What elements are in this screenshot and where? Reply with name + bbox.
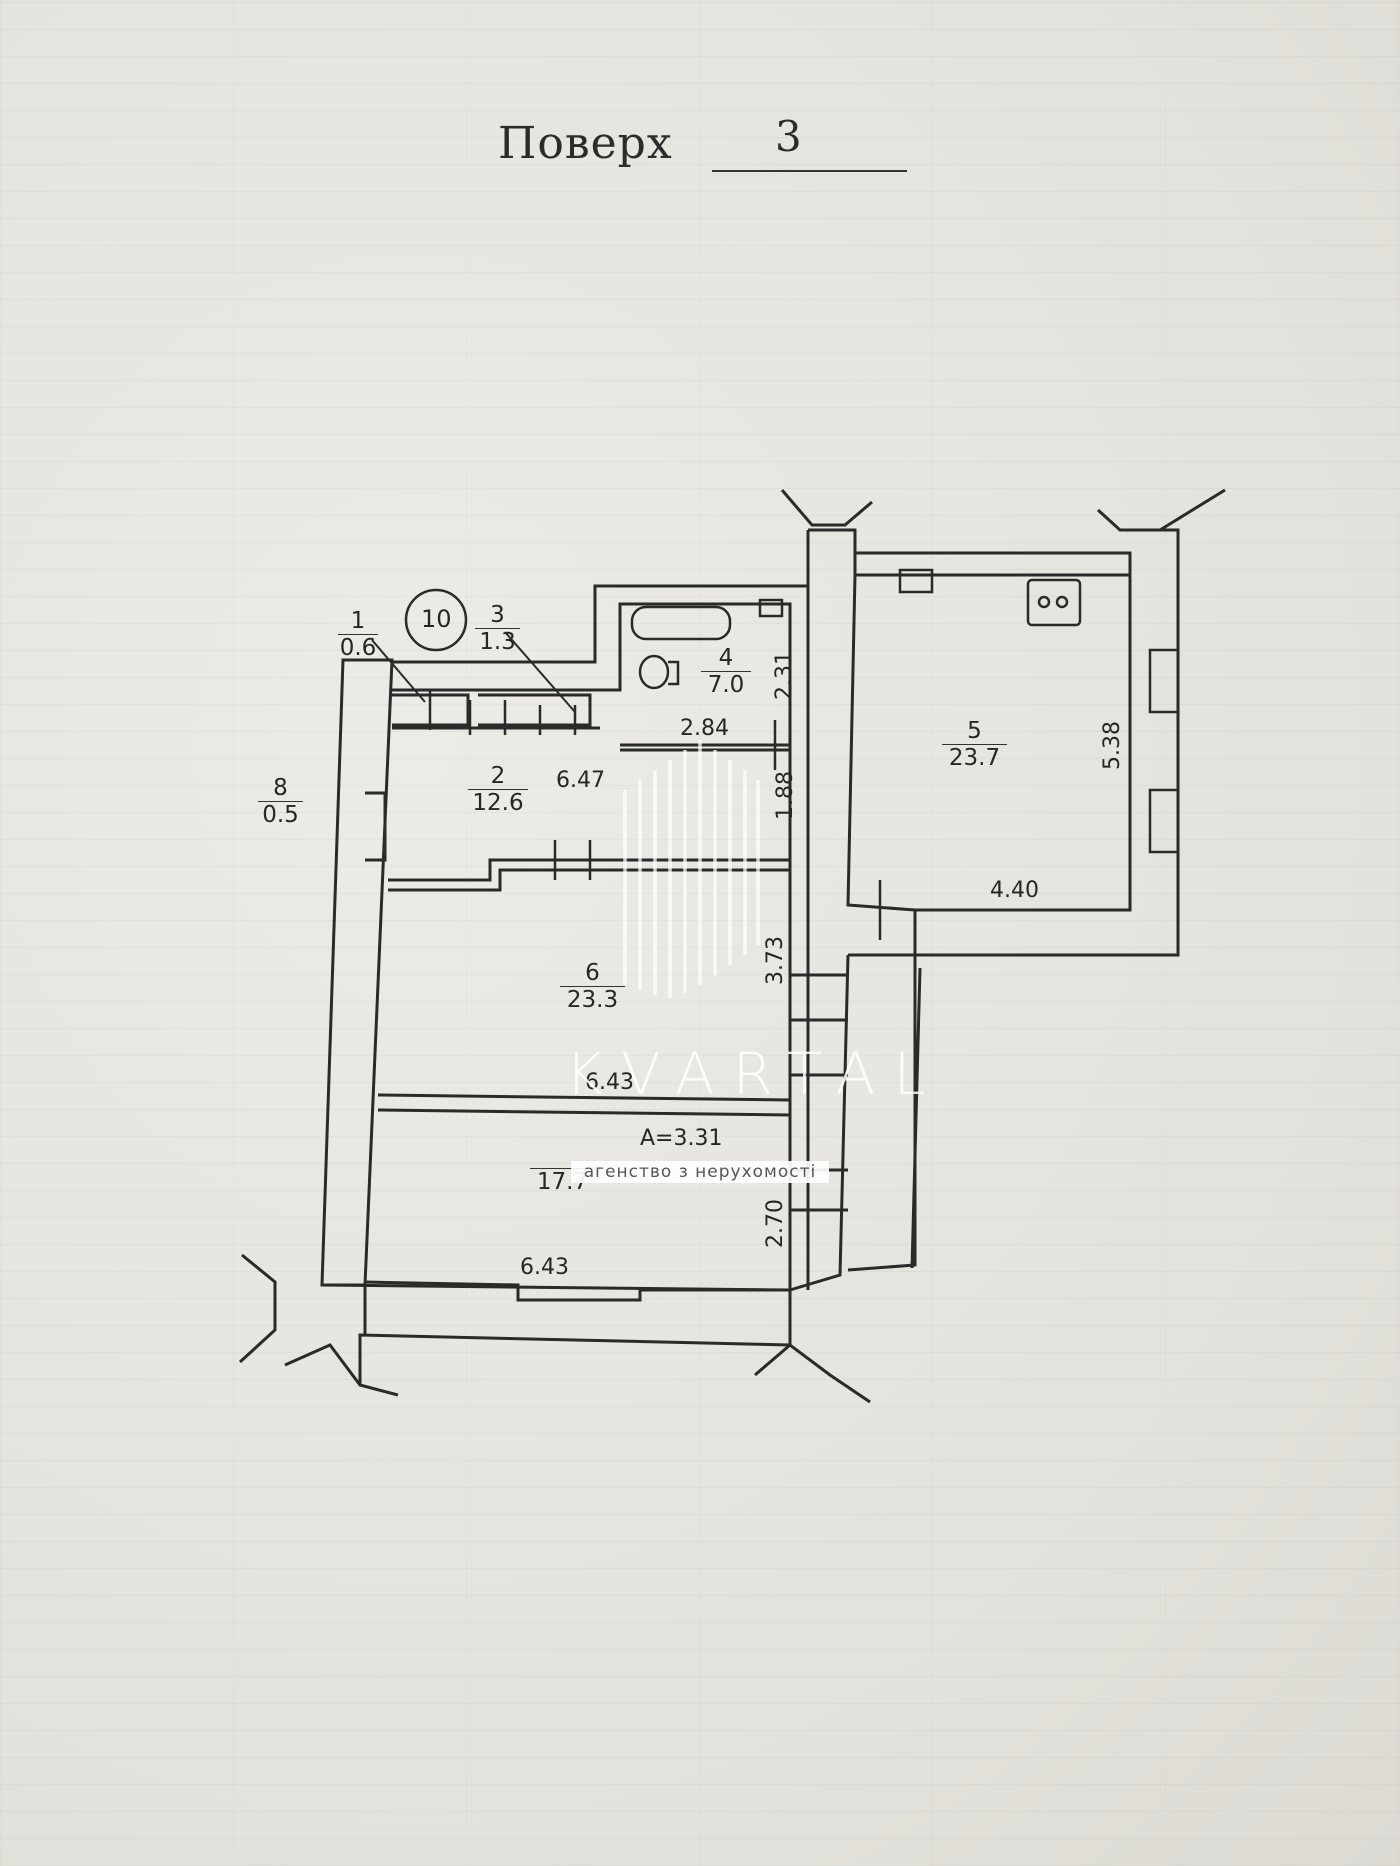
- room-2-label: 2 12.6: [468, 763, 528, 816]
- room-5-area: 23.7: [942, 744, 1007, 771]
- room-4-number: 4: [718, 645, 734, 671]
- wall-left-exterior: [320, 658, 394, 1287]
- room-8-area: 0.5: [258, 801, 303, 828]
- room-1-area: 0.6: [338, 634, 378, 661]
- leader-room3: [504, 631, 576, 713]
- floor-underline: [712, 170, 907, 172]
- room-5-label: 5 23.7: [942, 718, 1007, 771]
- wall-room7-bottom: [364, 1280, 790, 1302]
- wall-top-left: [392, 584, 808, 664]
- watermark-logo-bars: [623, 740, 760, 998]
- room-6-area: 23.3: [560, 986, 625, 1013]
- room-6-number: 6: [585, 960, 600, 986]
- wall-step-right: [910, 967, 922, 1269]
- dim-2-70: 2.70: [763, 1199, 788, 1248]
- bathtub: [630, 605, 732, 641]
- wall-room5-left: [846, 574, 916, 912]
- wall-divider-6-7-b: [377, 1108, 791, 1117]
- floor-number: 3: [775, 112, 802, 161]
- stove-burner-2: [1055, 595, 1069, 609]
- room-8-label: 8 0.5: [258, 775, 303, 828]
- dim-2-31: 2.31: [772, 651, 797, 700]
- room-2-area: 12.6: [468, 789, 528, 816]
- room-10-circle: [404, 588, 468, 652]
- dim-6-43-mid: 6.43: [585, 1070, 634, 1095]
- break-line-bottom-mid: [284, 1343, 399, 1397]
- room-3-area: 1.3: [475, 628, 520, 655]
- dim-5-38: 5.38: [1100, 721, 1125, 770]
- door-symbol-room2: [553, 840, 592, 880]
- toilet: [638, 654, 680, 690]
- wall-top-right: [808, 528, 1180, 957]
- stove: [1026, 578, 1082, 627]
- stair-lines: [790, 973, 848, 1212]
- break-line-bottom-right: [754, 1343, 871, 1404]
- room-3-number: 3: [490, 602, 505, 628]
- wall-divider-room2-bottom-b: [388, 868, 790, 892]
- watermark-name: KVARTAL: [565, 1040, 944, 1108]
- room-4-label: 4 7.0: [701, 645, 751, 698]
- room-3-label: 3 1.3: [475, 602, 520, 655]
- dim-6-43-bottom: 6.43: [520, 1255, 569, 1280]
- floor-label: Поверх: [498, 118, 673, 169]
- wall-stair-right-2: [789, 954, 850, 1292]
- room-1-label: 1 0.6: [338, 608, 378, 661]
- window-right-1: [1148, 648, 1180, 714]
- dim-6-47: 6.47: [556, 768, 605, 793]
- watermark-tagline: агенство з нерухомості: [571, 1161, 829, 1183]
- wall-divider-6-7: [377, 1093, 791, 1102]
- room-10-marker: 10: [421, 605, 452, 633]
- room-1-number: 1: [350, 608, 366, 634]
- wall-niche-8: [365, 791, 387, 862]
- wall-top-left-inner: [392, 602, 792, 745]
- wall-right-inner-top: [853, 553, 1130, 577]
- dim-4-40: 4.40: [990, 878, 1039, 903]
- break-line-bottom-left: [238, 1253, 277, 1364]
- stove-burner-1: [1037, 595, 1051, 609]
- wall-stair-right: [847, 953, 917, 1272]
- dim-2-84: 2.84: [680, 716, 729, 741]
- dim-a-3-31: А=3.31: [640, 1126, 723, 1151]
- room-6-label: 6 23.3: [560, 960, 625, 1013]
- break-line-top-right: [1096, 488, 1226, 532]
- room-5-number: 5: [967, 718, 982, 744]
- sink-bath: [758, 598, 784, 618]
- door-ticks-top: [428, 690, 577, 735]
- dim-3-73: 3.73: [763, 936, 788, 985]
- window-right-2: [1148, 788, 1180, 854]
- leader-room1: [371, 639, 426, 703]
- kitchen-sink: [898, 568, 934, 594]
- door-ticks-right: [773, 720, 882, 940]
- break-line-top-left: [780, 489, 873, 527]
- room-2-number: 2: [490, 763, 506, 789]
- dim-1-88: 1.88: [773, 771, 798, 820]
- wall-room3: [478, 693, 592, 727]
- room-4-area: 7.0: [701, 671, 751, 698]
- room-8-number: 8: [273, 775, 288, 801]
